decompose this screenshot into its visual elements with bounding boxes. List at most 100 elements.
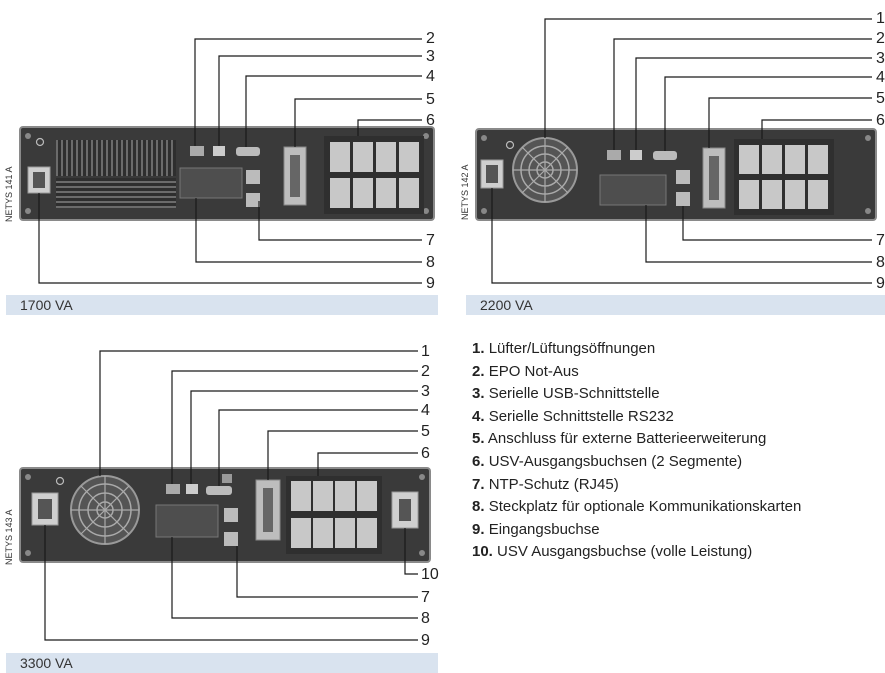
legend-item: 1. Lüfter/Lüftungsöffnungen <box>472 338 801 361</box>
outlet <box>376 178 396 208</box>
communication-slot <box>155 504 219 538</box>
legend-number: 2. <box>472 362 485 380</box>
rating-label: 1700 VA <box>20 297 73 313</box>
legend-number: 6. <box>472 452 485 470</box>
legend-text: Steckplatz für optionale Kommunikationsk… <box>488 498 802 516</box>
callout-number: 7 <box>426 232 435 249</box>
outlet <box>762 145 782 174</box>
callout-number: 2 <box>426 30 435 47</box>
legend-item: 6. USV-Ausgangsbuchsen (2 Segmente) <box>472 451 801 474</box>
screw <box>481 135 487 141</box>
callout-number: 8 <box>421 610 430 627</box>
outlet <box>762 180 782 209</box>
callout-number: 5 <box>421 423 430 440</box>
callout-number: 3 <box>426 48 435 65</box>
legend-item: 7. NTP-Schutz (RJ45) <box>472 474 801 497</box>
outlet <box>313 518 333 548</box>
panel-model-label: NETYS 142 A <box>460 164 470 220</box>
connector <box>222 474 232 483</box>
legend-number: 9. <box>472 520 485 538</box>
legend-item: 5. Anschluss für externe Batterieerweite… <box>472 428 801 451</box>
callout-number: 4 <box>876 69 885 86</box>
legend-number: 10. <box>472 543 493 561</box>
outlet <box>291 481 311 511</box>
rs232-port <box>236 147 260 156</box>
legend-item: 10. USV Ausgangsbuchse (volle Leistung) <box>472 541 801 564</box>
outlet <box>353 178 373 208</box>
outlet <box>357 481 377 511</box>
callout-number: 7 <box>876 232 885 249</box>
usb-port <box>186 484 198 494</box>
input-socket-hole <box>38 499 52 519</box>
ground-icon <box>55 476 65 486</box>
outlet <box>739 180 759 209</box>
rj45-port <box>676 170 690 184</box>
callout-number: 4 <box>426 68 435 85</box>
legend-text: Anschluss für externe Batterieerweiterun… <box>487 430 767 448</box>
screw <box>25 550 31 556</box>
callout-number: 1 <box>876 10 885 27</box>
screw <box>423 208 429 214</box>
fan <box>70 475 140 545</box>
legend-text: EPO Not-Aus <box>488 362 579 380</box>
screw <box>481 208 487 214</box>
usb-port <box>213 146 225 156</box>
outlet <box>399 178 419 208</box>
panel-model-label: NETYS 141 A <box>4 166 14 222</box>
panel-3300va: NETYS 143 A <box>4 343 439 673</box>
outlet <box>353 142 373 172</box>
rating-label: 3300 VA <box>20 655 73 671</box>
rj45-port <box>224 508 238 522</box>
leader-lines <box>38 38 422 284</box>
outlet <box>785 180 805 209</box>
panel-2200va: NETYS 142 A <box>460 10 885 315</box>
panel-model-label: NETYS 143 A <box>4 509 14 565</box>
outlet <box>330 142 350 172</box>
rating-bar <box>466 295 885 315</box>
outlet <box>739 145 759 174</box>
callout-number: 5 <box>876 90 885 107</box>
communication-slot <box>599 174 667 206</box>
callout-number: 1 <box>421 343 430 360</box>
screw <box>423 133 429 139</box>
legend-item: 9. Eingangsbuchse <box>472 519 801 542</box>
callout-number: 2 <box>421 363 430 380</box>
callout-number: 9 <box>426 275 435 292</box>
callout-number: 3 <box>421 383 430 400</box>
outlet <box>335 518 355 548</box>
outlet <box>335 481 355 511</box>
screw <box>865 208 871 214</box>
epo-connector <box>190 146 204 156</box>
callout-number: 2 <box>876 30 885 47</box>
outlet <box>330 178 350 208</box>
callout-number: 5 <box>426 91 435 108</box>
communication-slot <box>179 167 243 199</box>
legend-item: 4. Serielle Schnittstelle RS232 <box>472 406 801 429</box>
usb-port <box>630 150 642 160</box>
ground-icon <box>505 140 515 150</box>
screw <box>419 474 425 480</box>
legend-text: Serielle USB-Schnittstelle <box>488 385 660 403</box>
full-power-output-socket-hole <box>399 499 411 521</box>
callout-number: 3 <box>876 50 885 67</box>
rs232-port <box>653 151 677 160</box>
ground-icon <box>35 137 45 147</box>
outlet <box>808 180 828 209</box>
rj45-port <box>246 170 260 184</box>
leader-lines <box>491 18 872 284</box>
legend-number: 1. <box>472 340 485 357</box>
vent-grille <box>56 140 176 176</box>
outlet <box>808 145 828 174</box>
legend-number: 7. <box>472 475 485 493</box>
epo-connector <box>166 484 180 494</box>
callout-number: 6 <box>421 445 430 462</box>
outlet <box>376 142 396 172</box>
legend-text: Eingangsbuchse <box>488 520 600 538</box>
legend-text: Serielle Schnittstelle RS232 <box>488 407 674 425</box>
legend-text: USV Ausgangsbuchse (volle Leistung) <box>497 543 753 561</box>
screw <box>25 208 31 214</box>
input-socket-hole <box>33 172 45 188</box>
callout-number: 6 <box>426 112 435 129</box>
rating-bar <box>6 295 438 315</box>
